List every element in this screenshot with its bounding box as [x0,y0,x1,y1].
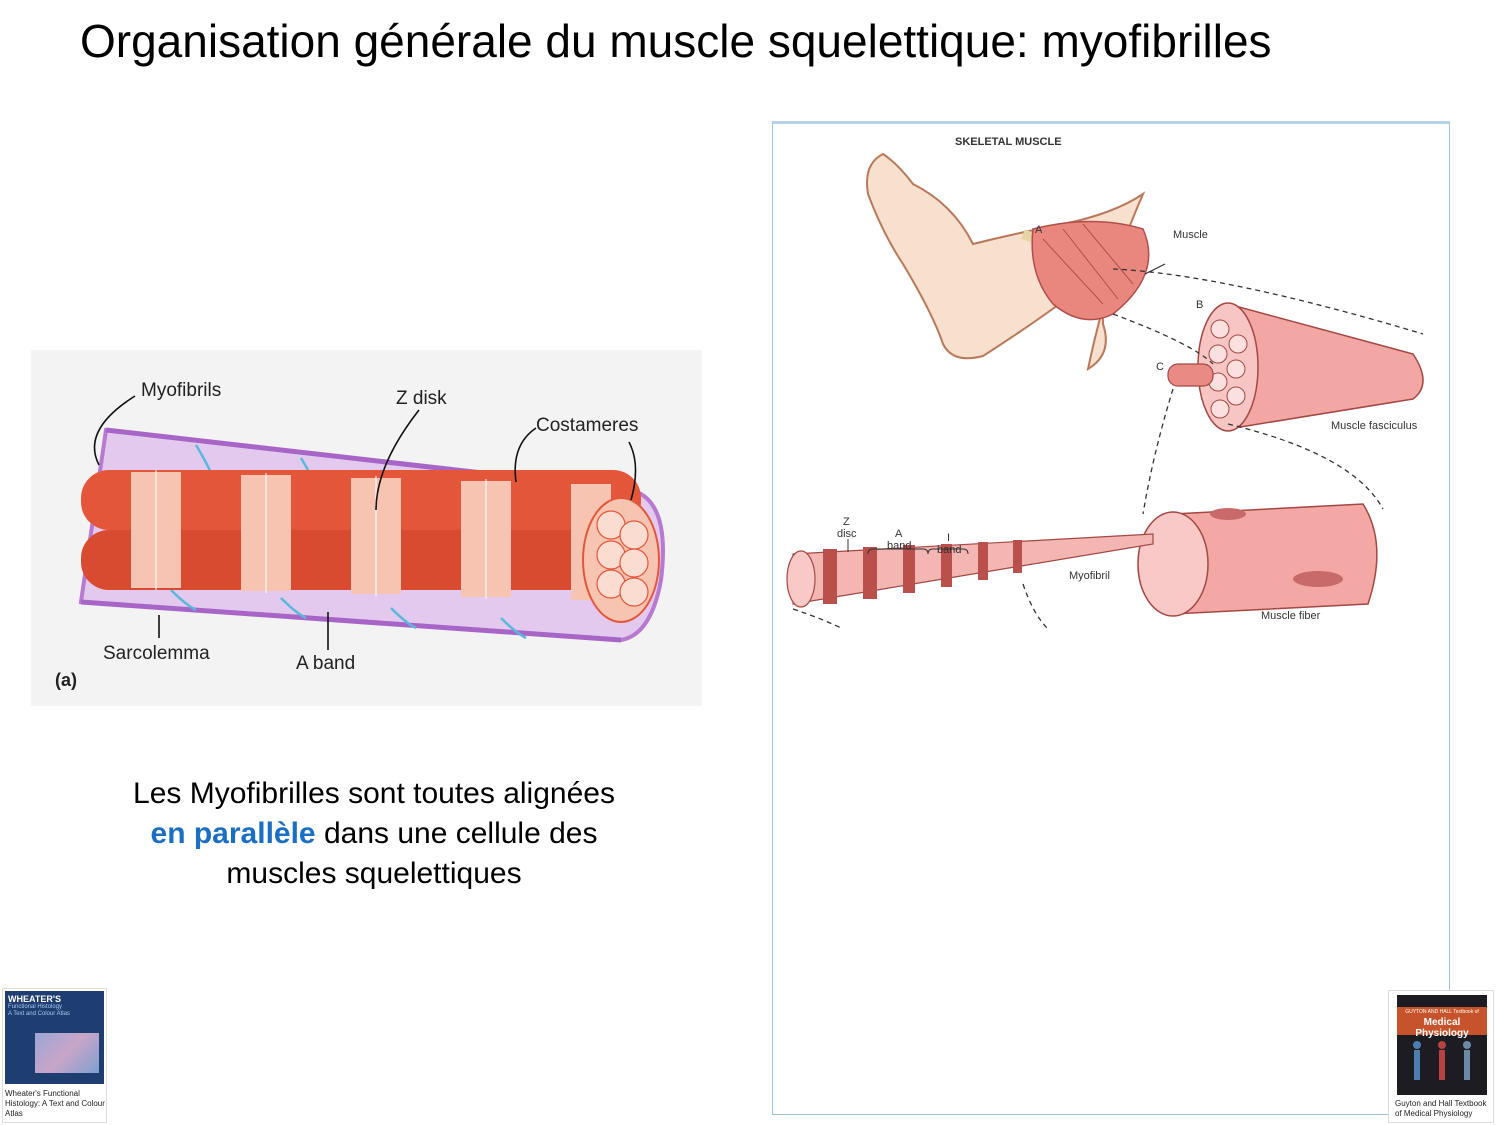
label-a-band-1: A [895,528,903,540]
myofibril-shape [792,533,1154,605]
caption-line-2: en parallèle dans une cellule des [74,814,674,854]
wheater-caption: Wheater's Functional Histology: A Text a… [5,1089,105,1118]
label-z-disk: Z disk [396,388,447,409]
label-a-band-2: band [887,540,912,552]
wheater-cover-subtitle: Functional Histology [8,1004,63,1010]
fasciculus-shape [1227,303,1424,430]
label-myofibrils: Myofibrils [141,380,222,401]
myofibril-drawing [78,395,665,650]
label-b: B [1196,299,1204,311]
label-muscle: Muscle [1173,229,1208,241]
skeletal-muscle-drawing [786,152,1424,630]
guyton-book-cover: GUYTON AND HALL Textbook of Medical Phys… [1388,990,1494,1123]
label-z-disc-2: disc [837,528,857,540]
wheater-book-cover: WHEATER'S Functional Histology A Text an… [2,988,107,1123]
guyton-caption: Guyton and Hall Textbook of Medical Phys… [1395,1099,1487,1118]
label-z-disc-1: Z [843,516,850,528]
guyton-cover-small: GUYTON AND HALL Textbook of [1405,1009,1479,1015]
wheater-cover-image [35,1033,99,1073]
arm-shape [866,152,1146,372]
label-muscle-fiber: Muscle fiber [1261,610,1321,622]
label-muscle-fasciculus: Muscle fasciculus [1331,420,1418,432]
label-skeletal-muscle: SKELETAL MUSCLE [955,136,1062,148]
label-a: A [1035,224,1043,236]
leader-lines [93,395,637,650]
caption-line-1: Les Myofibrilles sont toutes alignées [133,777,615,810]
skeletal-muscle-illustration: SKELETAL MUSCLE A Muscle B C Muscle fasc… [772,121,1450,1115]
guyton-cover-figures [1413,1041,1471,1080]
caption-text: Les Myofibrilles sont toutes alignées en… [74,774,674,894]
wheater-cover-title: WHEATER'S [8,994,61,1004]
label-panel-letter: (a) [55,670,77,690]
guyton-cover-title: Medical Physiology [1415,1017,1469,1039]
myofibril-illustration: Myofibrils Z disk Costameres Sarcolemma … [31,350,702,706]
caption-line-3: muscles squelettiques [226,857,522,890]
label-myofibril: Myofibril [1069,570,1110,582]
caption-highlight: en parallèle [150,817,316,850]
caption-line-2-rest: dans une cellule des [315,817,598,850]
guyton-cover-art: GUYTON AND HALL Textbook of Medical Phys… [1397,995,1487,1095]
myofibril-bundle [81,470,660,623]
wheater-cover-art: WHEATER'S Functional Histology A Text an… [5,991,104,1084]
connector-lines [792,268,1424,630]
label-a-band: A band [296,653,356,674]
label-c: C [1156,361,1164,373]
label-i-band-1: I [947,532,951,544]
page-title: Organisation générale du muscle squelett… [80,15,1272,67]
wheater-cover-subtitle-2: A Text and Colour Atlas [8,1011,70,1017]
label-i-band-2: band [937,544,962,556]
label-sarcolemma: Sarcolemma [103,643,210,664]
biceps-shape [1031,220,1150,321]
label-costameres: Costameres [536,415,639,436]
